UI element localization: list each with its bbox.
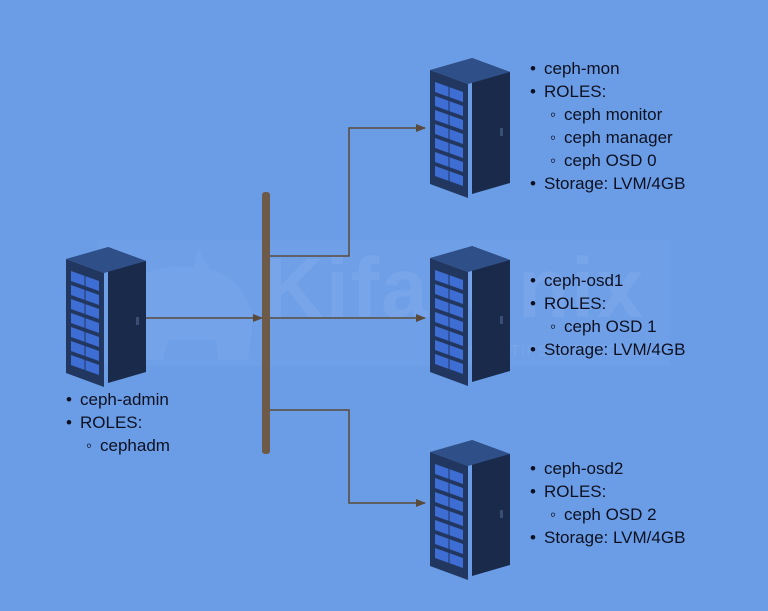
role-item: ceph OSD 1 [530, 315, 685, 338]
server-rack-icon [429, 439, 511, 581]
mon-node-labels: ceph-mon ROLES: ceph monitor ceph manage… [530, 57, 685, 195]
node-name: ceph-osd2 [530, 457, 685, 480]
role-item: ceph manager [530, 126, 685, 149]
roles-label: ROLES: [530, 292, 685, 315]
network-bus [262, 192, 270, 454]
role-item: ceph monitor [530, 103, 685, 126]
admin-node-labels: ceph-admin ROLES: cephadm [66, 388, 170, 457]
server-rack-icon [429, 245, 511, 387]
storage-label: Storage: LVM/4GB [530, 172, 685, 195]
storage-label: Storage: LVM/4GB [530, 338, 685, 361]
bus-to-mon-connector [270, 124, 426, 257]
osd2-node-labels: ceph-osd2 ROLES: ceph OSD 2 Storage: LVM… [530, 457, 685, 549]
server-rack-icon [429, 57, 511, 199]
node-name: ceph-mon [530, 57, 685, 80]
roles-label: ROLES: [530, 480, 685, 503]
bus-to-osd2-connector [270, 409, 426, 507]
osd1-node-labels: ceph-osd1 ROLES: ceph OSD 1 Storage: LVM… [530, 269, 685, 361]
server-rack-icon [65, 246, 147, 388]
roles-label: ROLES: [530, 80, 685, 103]
role-item: ceph OSD 2 [530, 503, 685, 526]
roles-label: ROLES: [66, 411, 170, 434]
node-name: ceph-osd1 [530, 269, 685, 292]
node-name: ceph-admin [66, 388, 170, 411]
role-item: ceph OSD 0 [530, 149, 685, 172]
storage-label: Storage: LVM/4GB [530, 526, 685, 549]
role-item: cephadm [66, 434, 170, 457]
